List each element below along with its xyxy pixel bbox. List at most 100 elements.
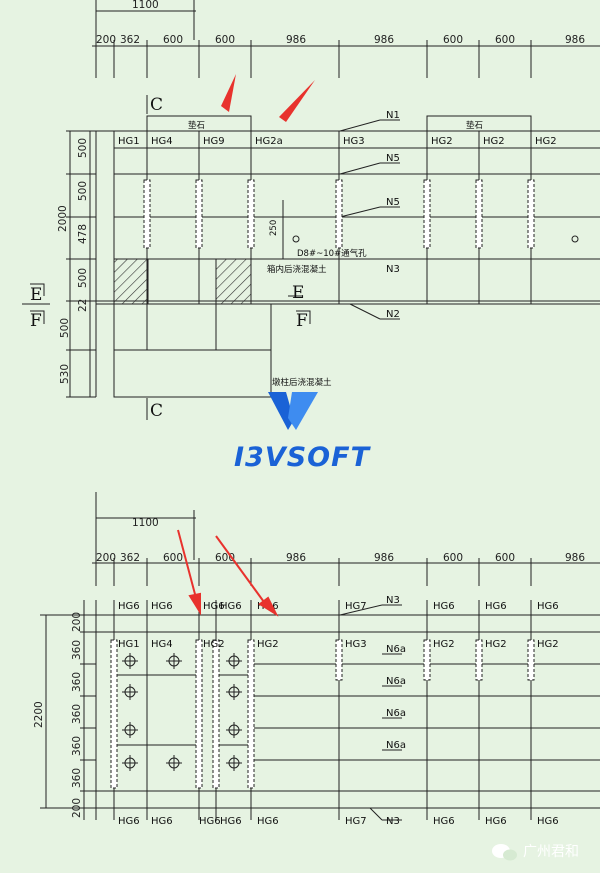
beam-label: HG2	[431, 136, 453, 147]
second-beam-label: HG2	[257, 639, 279, 650]
top-view	[22, 0, 600, 420]
beam-label: HG4	[151, 136, 173, 147]
beam-label: HG2	[483, 136, 505, 147]
annotation-250: 250	[269, 220, 279, 236]
section-e-right: E	[292, 283, 304, 303]
top-dim-3: 600	[215, 34, 235, 46]
pad-label-1: 垫石	[188, 120, 205, 131]
top-dim-8: 986	[565, 34, 585, 46]
bottom-dim-4: 986	[286, 552, 306, 564]
second-beam-label: HG2	[433, 639, 455, 650]
bar-label-n6a-1: N6a	[386, 644, 406, 655]
top-dim-0: 200	[96, 34, 116, 46]
beam-label: HG2a	[255, 136, 283, 147]
bar-label-n5a: N5	[386, 153, 400, 164]
section-c-bottom: C	[150, 401, 163, 421]
pad-label-2: 垫石	[466, 120, 483, 131]
bar-label-n3-bottom: N3	[386, 816, 400, 827]
bottom-height-total: 2200	[33, 701, 45, 728]
bottom-beam-label: HG6	[118, 816, 140, 827]
bottom-height-5: 360	[71, 768, 83, 788]
bolt-hole-icon	[166, 755, 182, 771]
section-f-left: F	[30, 311, 42, 331]
top-dim-total: 1100	[132, 0, 159, 11]
bar-label-n3: N3	[386, 264, 400, 275]
top-dim-5: 986	[374, 34, 394, 46]
second-beam-label: HG2	[203, 639, 225, 650]
bottom-beam-label: HG6	[433, 816, 455, 827]
bottom-beam-label: HG6	[257, 816, 279, 827]
bottom-height-0: 200	[71, 612, 83, 632]
second-beam-label: HG2	[537, 639, 559, 650]
red-arrow-bottom	[177, 529, 279, 617]
bolt-hole-icon	[226, 755, 242, 771]
top-beam-label: HG6	[203, 601, 225, 612]
bolt-hole-icon	[122, 722, 138, 738]
bottom-dim-total: 1100	[132, 517, 159, 529]
top-beam-label: HG6	[485, 601, 507, 612]
bottom-beam-label: HG6	[220, 816, 242, 827]
bottom-beam-label: HG6	[485, 816, 507, 827]
top-height-3: 500	[77, 268, 89, 288]
bolt-hole-icon	[226, 722, 242, 738]
top-dim-6: 600	[443, 34, 463, 46]
vent-note: D8#~10#通气孔	[297, 248, 367, 259]
top-view-texts: 1100 200 362 600 600 986 986 600 600 986…	[30, 0, 585, 421]
bar-label-n1: N1	[386, 110, 400, 121]
bolt-hole-icon	[122, 684, 138, 700]
bottom-height-3: 360	[71, 704, 83, 724]
beam-label: HG1	[118, 136, 140, 147]
top-height-4: 22	[77, 299, 89, 312]
top-beam-label: HG7	[345, 601, 367, 612]
top-beam-label: HG6	[118, 601, 140, 612]
bottom-dim-1: 362	[120, 552, 140, 564]
top-dim-ticks	[95, 40, 532, 78]
bar-label-n5b: N5	[386, 197, 400, 208]
section-e-left: E	[30, 285, 42, 305]
bottom-dim-6: 600	[443, 552, 463, 564]
bolt-hole-icon	[122, 755, 138, 771]
section-c-top: C	[150, 95, 163, 115]
top-dim-4: 986	[286, 34, 306, 46]
top-height-5: 500	[59, 318, 71, 338]
second-beam-label: HG3	[345, 639, 367, 650]
bottom-height-6: 200	[71, 798, 83, 818]
bottom-view-texts: 1100 200 362 600 600 986 986 600 600 986…	[33, 517, 585, 827]
top-height-total: 2000	[57, 205, 69, 232]
bottom-beam-label: HG7	[345, 816, 367, 827]
logo: I3VSOFT	[234, 392, 372, 473]
second-beam-label: HG4	[151, 639, 173, 650]
red-arrow-top-1	[221, 74, 315, 122]
logo-text: I3VSOFT	[234, 442, 372, 473]
top-dim-7: 600	[495, 34, 515, 46]
bottom-beam-label: HG6	[199, 816, 221, 827]
bottom-view	[40, 492, 600, 821]
bolt-hole-icon	[122, 653, 138, 669]
second-beam-label: HG1	[118, 639, 140, 650]
bottom-height-2: 360	[71, 672, 83, 692]
section-f-right: F	[296, 311, 308, 331]
bottom-view-connectors	[110, 639, 535, 789]
bar-label-n6a-4: N6a	[386, 740, 406, 751]
bottom-height-1: 360	[71, 640, 83, 660]
bar-label-n2: N2	[386, 309, 400, 320]
bolt-hole-icon	[226, 684, 242, 700]
bottom-dim-7: 600	[495, 552, 515, 564]
bolt-hole-icon	[166, 653, 182, 669]
watermark-text: 广州君和	[523, 843, 579, 859]
bar-label-n3-top: N3	[386, 595, 400, 606]
top-height-0: 500	[77, 138, 89, 158]
top-dim-2: 600	[163, 34, 183, 46]
top-beam-label: HG6	[151, 601, 173, 612]
second-beam-label: HG2	[485, 639, 507, 650]
wechat-icon	[492, 844, 517, 861]
watermark: 广州君和	[492, 843, 579, 861]
bolt-holes	[122, 653, 242, 771]
v-logo-icon	[268, 392, 318, 430]
bottom-beam-label: HG6	[151, 816, 173, 827]
beam-label: HG2	[535, 136, 557, 147]
top-height-1: 500	[77, 181, 89, 201]
top-dim-1: 362	[120, 34, 140, 46]
bottom-height-4: 360	[71, 736, 83, 756]
